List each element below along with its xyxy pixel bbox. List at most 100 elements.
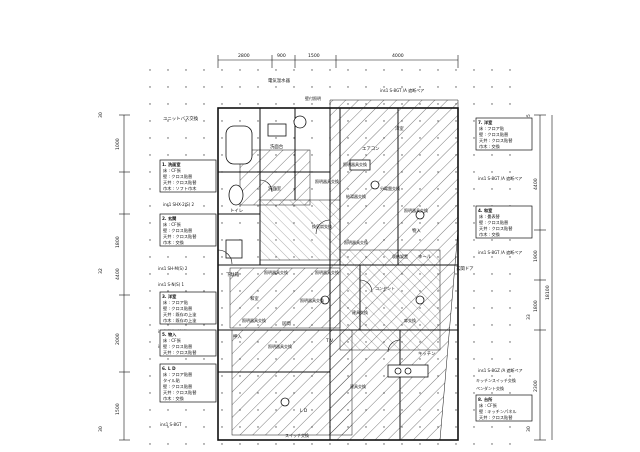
spec-box-line: 天井 : クロス貼替 [163, 179, 197, 186]
grid-dot [455, 392, 457, 394]
grid-dot [509, 341, 511, 343]
note-13: コンセント [375, 286, 395, 291]
grid-dot [221, 358, 223, 360]
grid-dot [347, 443, 349, 445]
spec-box-title: 7. 洋室 [478, 119, 493, 126]
spec-box-line: 壁 : クロス貼替 [163, 305, 193, 312]
dim-right-1: 4400 [533, 178, 539, 190]
grid-dot [221, 324, 223, 326]
grid-dot [473, 256, 475, 258]
grid-dot [203, 324, 205, 326]
dim-top-3: 1500 [308, 53, 320, 59]
grid-dot [491, 443, 493, 445]
grid-dot [185, 205, 187, 207]
dim-left-3: 4400 [115, 268, 121, 280]
water-heater [293, 115, 307, 129]
room-label-entrance-door: 玄関ドア [456, 265, 474, 272]
grid-dot [221, 273, 223, 275]
grid-dot [221, 103, 223, 105]
spec-box-line: 床 : フロア貼 [479, 125, 505, 132]
grid-dot [365, 69, 367, 71]
spec-label-8: ins1 S-8GZ /A 遮断ペア [478, 367, 523, 373]
grid-dot [473, 137, 475, 139]
grid-dot [473, 443, 475, 445]
spec-box-line: 天井 : クロス貼替 [163, 389, 197, 396]
grid-dot [149, 188, 151, 190]
spec-box-line: 天井 : クロス貼替 [479, 225, 513, 232]
grid-dot [203, 103, 205, 105]
ceiling-light-4 [370, 180, 380, 190]
top-dimension-line [217, 55, 459, 68]
grid-dot [239, 69, 241, 71]
grid-dot [203, 409, 205, 411]
spec-box-line: 壁 : クロス貼替 [479, 219, 509, 226]
room-label-hall: ホール [418, 254, 432, 260]
grid-dot [257, 103, 259, 105]
grid-dot [203, 69, 205, 71]
grid-dot [221, 290, 223, 292]
grid-dot [203, 86, 205, 88]
grid-dot [167, 103, 169, 105]
grid-dot [167, 69, 169, 71]
room-label-tv: T V [325, 338, 333, 344]
note-6: 照明器具交換 [404, 207, 428, 213]
grid-dot [383, 443, 385, 445]
dim-right-small-2: 33 [526, 314, 532, 320]
grid-dot [185, 86, 187, 88]
spec-box-line: 壁 : クロス貼替 [479, 131, 509, 138]
spec-box-line: 壁 : クロス貼替 [163, 173, 193, 180]
spec-box-line: 床 : CF張 [163, 337, 182, 344]
bathtub [225, 125, 253, 165]
right-dimension-line [534, 114, 553, 441]
note-10: 照明器具交換 [264, 269, 288, 275]
grid-dot [383, 69, 385, 71]
ceiling-light-3 [415, 210, 425, 220]
grid-dot [509, 171, 511, 173]
spec-box [159, 213, 217, 247]
grid-dot [257, 222, 259, 224]
note-1: 壁付照明 [305, 95, 321, 101]
spec-box-line: 天井 : クロス貼替 [479, 414, 513, 421]
grid-dot [491, 188, 493, 190]
grid-dot [149, 375, 151, 377]
grid-dot [383, 86, 385, 88]
grid-dot [491, 154, 493, 156]
room-label-western-room: 洋室 [395, 125, 404, 132]
spec-box-line: 床 : フロア貼替 [163, 371, 193, 378]
grid-dot [401, 443, 403, 445]
spec-box-line: 床 : 畳表替 [479, 213, 501, 220]
room-label-heater: 電気温水器 [268, 77, 291, 84]
grid-dot [257, 69, 259, 71]
spec-box-line: 壁 : クロス貼替 [163, 227, 193, 234]
grid-dot [221, 307, 223, 309]
grid-dot [455, 375, 457, 377]
grid-dot [185, 273, 187, 275]
grid-dot [275, 86, 277, 88]
grid-dot [221, 137, 223, 139]
aircon-unit [349, 159, 371, 171]
spec-box-line: 壁 : クロス貼替 [163, 343, 193, 350]
spec-box [475, 394, 533, 422]
dim-top-4: 4000 [392, 53, 404, 59]
grid-dot [311, 120, 313, 122]
grid-dot [491, 290, 493, 292]
grid-dot [311, 69, 313, 71]
dim-left-4: 2000 [115, 333, 121, 345]
grid-dot [509, 69, 511, 71]
grid-dot [437, 69, 439, 71]
grid-dot [239, 222, 241, 224]
dim-right-5: 2300 [533, 380, 539, 392]
room-label-tatami: 和室 [250, 295, 259, 302]
grid-dot [509, 86, 511, 88]
grid-dot [473, 171, 475, 173]
grid-dot [185, 154, 187, 156]
room-label-wash-room: 洗面室 [268, 185, 282, 192]
grid-dot [473, 375, 475, 377]
grid-dot [275, 103, 277, 105]
grid-dot [167, 137, 169, 139]
grid-dot [221, 154, 223, 156]
grid-dot [491, 273, 493, 275]
dim-left-small-1: 30 [98, 112, 104, 118]
grid-dot [149, 341, 151, 343]
dim-right-4: 18100 [545, 285, 551, 300]
